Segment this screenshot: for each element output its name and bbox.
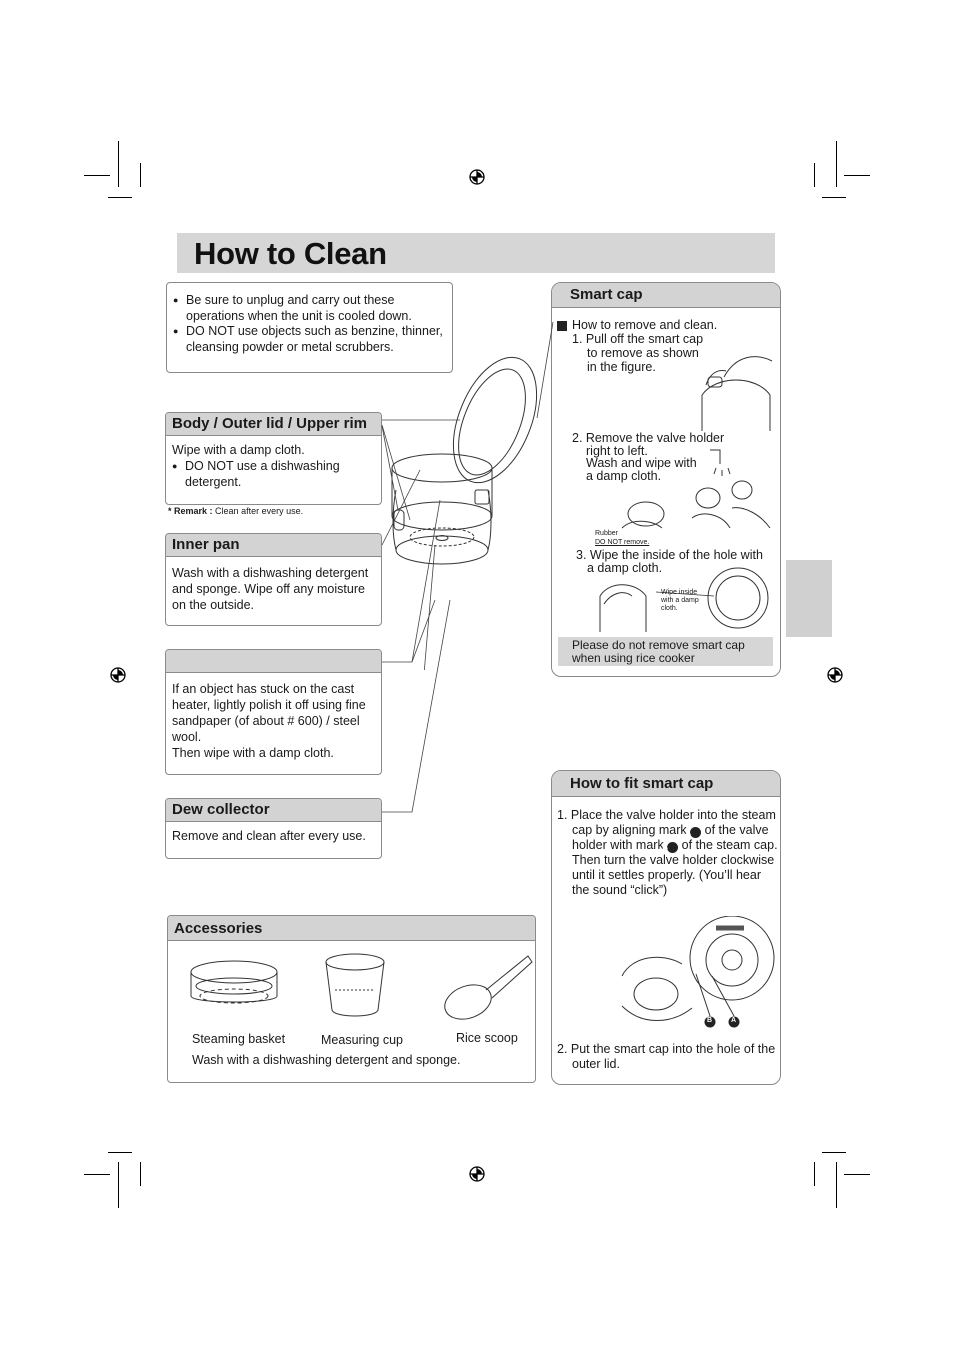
fit-cap-step1: 1. Place the valve holder into the steam… [557,808,781,898]
accessory-label-scoop: Rice scoop [456,1031,518,1045]
fit-cap-step1-mid: of the valve holder with mark [572,823,769,852]
inner-pan-title: Inner pan [166,534,381,557]
fit-cap-illustration [621,916,775,1028]
mark-a-label: A [731,1017,737,1024]
steaming-basket-icon [190,960,278,1004]
page-title-bar [177,233,775,273]
rubber-label: Rubber [595,530,618,537]
wipe-label: Wipe inside with a damp cloth. [661,589,699,613]
smart-cap-note: Please do not remove smart cap when usin… [558,637,773,666]
heater-text: If an object has stuck on the cast heate… [172,682,366,744]
smart-cap-step2b: right to left. [586,444,648,458]
smart-cap-step1b: to remove as shown [587,346,699,360]
remark: * Remark : Clean after every use. [168,506,303,516]
fit-cap-section: How to fit smart cap 1. Place the valve … [551,770,781,1085]
wipe-label-line: Wipe inside [661,589,698,596]
registration-mark-icon [827,667,843,683]
body-section-title: Body / Outer lid / Upper rim [166,413,381,436]
remark-text: Clean after every use. [215,506,304,516]
fit-cap-step1-pre: 1. Place the valve holder into the steam… [557,808,776,837]
registration-mark-icon [110,667,126,683]
dew-collector-title: Dew collector [166,799,381,822]
intro-box: Be sure to unplug and carry out these op… [166,282,453,373]
smart-cap-step2: 2. Remove the valve holder [572,431,725,445]
registration-mark-icon [469,169,485,185]
inner-pan-text: Wash with a dishwashing detergent and sp… [172,566,369,612]
smart-cap-step3b: a damp cloth. [587,561,663,575]
dew-collector-text: Remove and clean after every use. [172,829,366,843]
smart-cap-step2c: Wash and wipe with [586,456,697,470]
mark-a-icon: A [685,827,702,838]
heater-title [166,650,381,673]
mark-b-icon: B [662,842,679,853]
accessory-label-basket: Steaming basket [192,1032,286,1046]
rubber-note: DO NOT remove. [595,539,650,546]
pull-cap-illustration [701,356,773,431]
body-section: Body / Outer lid / Upper rim Wipe with a… [165,412,382,505]
mark-b-label: B [707,1017,713,1024]
fit-cap-step2: 2. Put the smart cap into the hole of th… [557,1042,776,1071]
remark-label: * Remark : [168,506,213,516]
accessories-section: Accessories Steaming basket Measuring cu… [167,915,536,1083]
fit-cap-title: How to fit smart cap [552,771,780,797]
smart-cap-section: Smart cap [551,282,781,677]
smart-cap-step1c: in the figure. [587,360,656,374]
inner-pan-section: Inner pan Wash with a dishwashing deterg… [165,533,382,626]
rice-cooker-illustration [381,356,538,670]
heater-section: If an object has stuck on the cast heate… [165,649,382,775]
wipe-label-line: cloth. [661,605,678,612]
accessory-label-cup: Measuring cup [321,1033,403,1047]
intro-list: Be sure to unplug and carry out these op… [167,283,452,355]
accessories-note: Wash with a dishwashing detergent and sp… [192,1053,461,1067]
body-section-bullet: DO NOT use a dishwashing detergent. [170,458,375,490]
wipe-hole-illustration [599,567,769,632]
square-bullet-icon [557,321,567,331]
smart-cap-step1: 1. Pull off the smart cap [572,332,704,346]
section-side-tab [786,560,832,637]
fit-cap-step1-post: of the steam cap. Then turn the valve ho… [572,838,778,897]
dew-collector-section: Dew collector Remove and clean after eve… [165,798,382,859]
body-section-text: Wipe with a damp cloth. [172,443,305,457]
wash-valve-illustration [621,449,771,529]
heater-text-2: Then wipe with a damp cloth. [172,746,334,760]
intro-item: Be sure to unplug and carry out these op… [171,293,448,324]
registration-mark-icon [469,1166,485,1182]
wipe-label-line: with a damp [661,597,699,604]
smart-cap-title: Smart cap [552,283,780,308]
measuring-cup-icon [325,953,385,1017]
accessories-title: Accessories [168,916,535,941]
page-title: How to Clean [194,236,387,271]
leader-lines [382,600,451,813]
smart-cap-step3: 3. Wipe the inside of the hole with [576,548,763,562]
smart-cap-leader [536,321,554,419]
rice-scoop-icon [444,955,533,1020]
smart-cap-step2d: a damp cloth. [586,469,662,483]
intro-item: DO NOT use objects such as benzine, thin… [171,324,448,355]
smart-cap-subtitle: How to remove and clean. [572,318,718,332]
